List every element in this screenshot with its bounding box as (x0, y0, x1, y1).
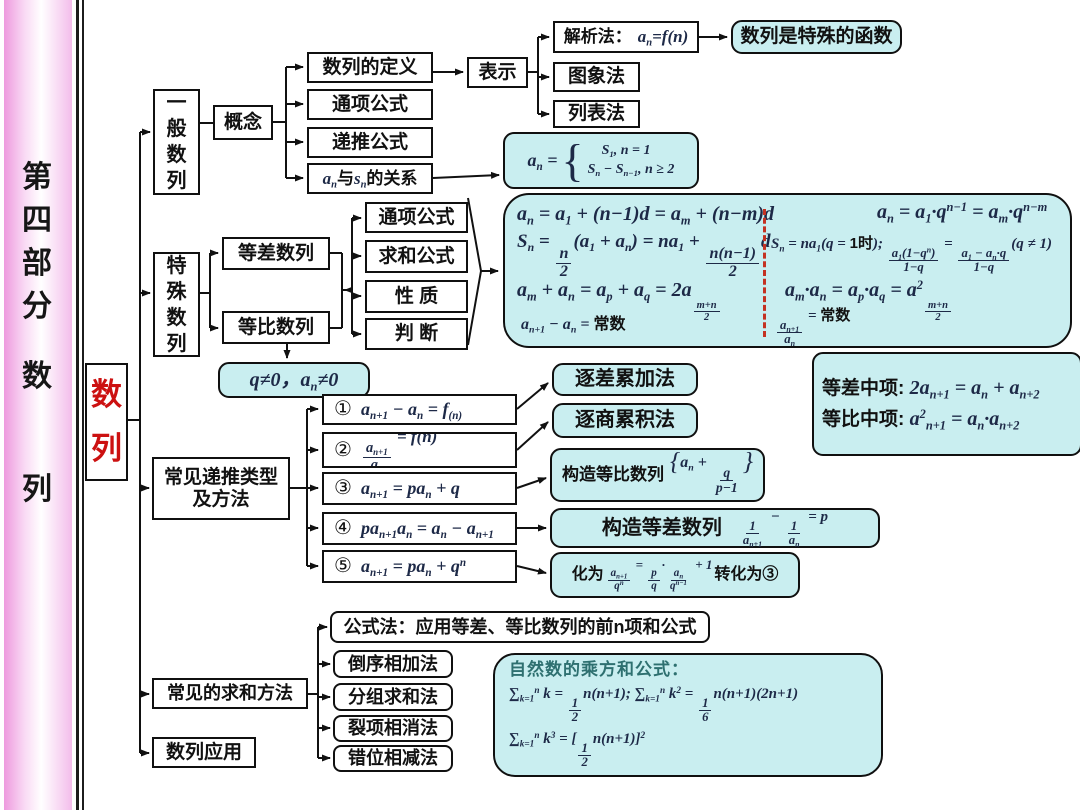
sum-method-shift-subtract: 错位相减法 (333, 745, 453, 772)
recurrence-type-4: ④ pan+1an = an − an+1 (322, 512, 517, 545)
construct-geometric-label: 构造等比数列 (562, 465, 664, 485)
arith-middle-term-formula: 2an+1 = an + an+2 (909, 377, 1040, 402)
circled-1: ① (334, 398, 352, 420)
piecewise-cases: S1, n = 1 Sn − Sn−1, n ≥ 2 (588, 143, 675, 178)
part-title: 第四部分 (22, 161, 52, 323)
part-title-char-lie: 列 (22, 473, 52, 506)
transform-suffix: 转化为③ (714, 565, 779, 583)
recursive-formula-box: 递推公式 (307, 127, 433, 158)
recurrence-formula-1: an+1 − an = f(n) (360, 399, 463, 423)
circled-3: ③ (334, 477, 352, 499)
special-sequence-node: 特殊数列 (153, 252, 200, 357)
sum-method-telescoping: 裂项相消法 (333, 715, 453, 742)
middle-term-box: 等差中项: 2an+1 = an + an+2 等比中项: a2n+1 = an… (812, 352, 1080, 456)
definition-box: 数列的定义 (307, 52, 433, 83)
analytic-method-box: 解析法： an=f(n) (553, 21, 699, 53)
arith-middle-term-label: 等差中项: (822, 378, 905, 399)
circled-4: ④ (334, 517, 352, 539)
representation-node: 表示 (467, 57, 528, 88)
table-method-box: 列表法 (553, 100, 640, 128)
general-term-formula-box: 通项公式 (307, 89, 433, 120)
sum-method-grouping: 分组求和法 (333, 683, 453, 711)
an-sn-relation-text: an与sn的关系 (322, 168, 418, 191)
construct-arithmetic-label: 构造等差数列 (601, 516, 722, 539)
left-brace-glyph: { (561, 134, 584, 186)
graph-method-box: 图象法 (553, 62, 640, 92)
side-banner (4, 0, 72, 810)
recurrence-type-1: ① an+1 − an = f(n) (322, 394, 517, 425)
general-sequence-node: 一般数列 (153, 89, 200, 195)
panel-divider-dashed-line (763, 209, 766, 337)
sequence-application-node: 数列应用 (152, 737, 256, 768)
sum-method-formula-law: 公式法：应用等差、等比数列的前n项和公式 (330, 611, 710, 643)
circled-5: ⑤ (334, 555, 352, 577)
root-node-sequence: 数列 (85, 363, 128, 481)
q-not-zero-condition: q≠0，an≠0 (218, 362, 370, 398)
recurrence-formula-5: an+1 = pan + qn (360, 556, 467, 580)
an-sn-piecewise-formula: an = { S1, n = 1 Sn − Sn−1, n ≥ 2 (503, 132, 699, 189)
power-sum-title: 自然数的乘方和公式： (509, 660, 689, 680)
concept-node: 概念 (213, 105, 273, 140)
sequence-is-function-note: 数列是特殊的函数 (731, 20, 902, 54)
q-not-zero-text: q≠0，an≠0 (249, 368, 339, 393)
piecewise-case-2: Sn − Sn−1, n ≥ 2 (587, 162, 675, 179)
an-sn-relation-box: an与sn的关系 (307, 163, 433, 194)
geo-middle-term-formula: a2n+1 = an·an+2 (909, 407, 1020, 433)
arith-judge-formula: an+1 − an = 常数 (521, 316, 626, 336)
slide-border-line-1 (76, 0, 79, 810)
method-difference-accumulation: 逐差累加法 (552, 363, 698, 396)
recurrence-formula-4: pan+1an = an − an+1 (360, 518, 494, 542)
analytic-method-formula: an=f(n) (637, 27, 689, 49)
geo-middle-term-line: 等比中项: a2n+1 = an·an+2 (822, 407, 1020, 433)
summation-methods-node: 常见的求和方法 (152, 678, 308, 709)
arith-general-term-formula: an = a1 + (n−1)d = am + (n−m)d (517, 203, 775, 228)
aspect-property-box: 性 质 (365, 280, 468, 313)
geo-sum-formula: Sn = na1(q = 1时); a1(1−qn)1−q = a1 − an·… (771, 235, 1052, 275)
aspect-judgement-box: 判 断 (365, 318, 468, 350)
sum-method-reverse-add: 倒序相加法 (333, 650, 453, 678)
recurrence-formula-3: an+1 = pan + q (360, 478, 460, 502)
geo-general-term-formula: an = a1·qn−1 = am·qn−m (877, 200, 1048, 226)
geometric-sequence-box: 等比数列 (222, 311, 330, 344)
method-quotient-accumulation: 逐商累积法 (552, 403, 698, 438)
analytic-method-label: 解析法： (563, 27, 632, 47)
recurrence-formula-2: an+1an = f(n) (361, 434, 437, 466)
recurrence-node-line2: 及方法 (192, 488, 250, 510)
geo-middle-term-label: 等比中项: (822, 409, 905, 430)
recurrence-type-5: ⑤ an+1 = pan + qn (322, 550, 517, 583)
circled-2: ② (334, 438, 352, 461)
part-title-char-shu: 数 (22, 360, 52, 393)
piecewise-lhs: an = (527, 150, 558, 174)
recurrence-node-line1: 常见递推类型 (163, 466, 278, 488)
transform-prefix: 化为 (571, 565, 604, 583)
piecewise-case-1: S1, n = 1 (601, 142, 651, 159)
recurrence-types-node: 常见递推类型 及方法 (152, 457, 290, 520)
aspect-sum-formula-box: 求和公式 (365, 240, 468, 273)
recurrence-type-2: ② an+1an = f(n) (322, 432, 517, 468)
aspect-general-term-box: 通项公式 (365, 202, 468, 233)
recurrence-type-3: ③ an+1 = pan + q (322, 472, 517, 505)
arithmetic-sequence-box: 等差数列 (222, 237, 330, 270)
slide-border-line-2 (82, 0, 84, 810)
arith-middle-term-line: 等差中项: 2an+1 = an + an+2 (822, 377, 1040, 402)
